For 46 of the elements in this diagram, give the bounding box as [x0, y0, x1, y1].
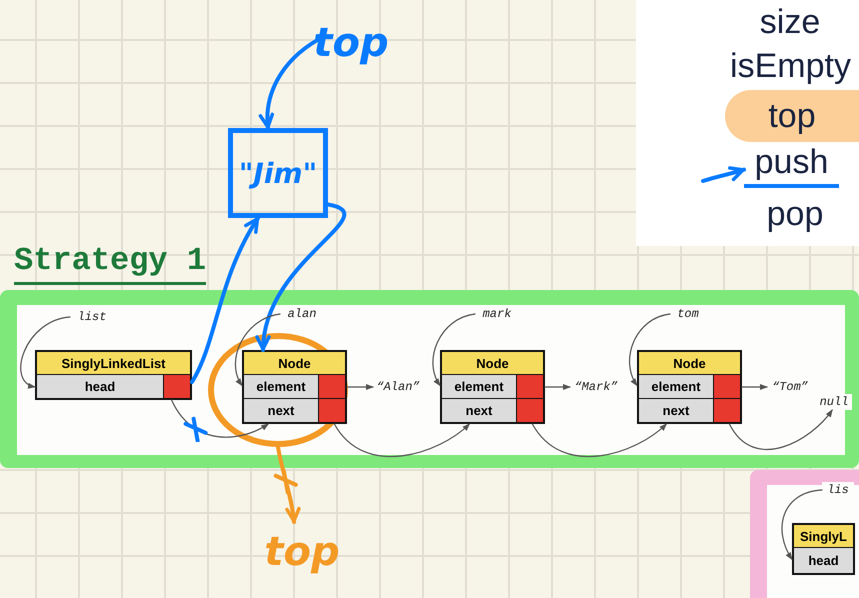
underlined-operation: push	[744, 142, 839, 188]
field-name: head	[37, 375, 163, 398]
handdrawn-arrow	[701, 166, 746, 183]
node-object-box	[440, 350, 545, 424]
class-name: SinglyL	[794, 525, 853, 547]
pointer-arrow	[629, 313, 671, 386]
operation-name: pop	[740, 192, 850, 238]
field-name: next	[244, 399, 318, 422]
class-name: Node	[244, 352, 345, 374]
node-object-box	[637, 350, 742, 424]
handdrawn-arrow	[256, 202, 346, 352]
class-name: Node	[442, 352, 543, 374]
pointer-arrow	[544, 384, 571, 390]
field-name: next	[442, 399, 516, 422]
handwritten-heading: Strategy 1	[14, 240, 206, 285]
handdrawn-arrow	[190, 216, 260, 384]
operation-name: size	[730, 0, 850, 40]
pointer-arrow	[334, 423, 470, 458]
handwritten-label: top	[262, 522, 342, 582]
pointer-arrow	[20, 316, 71, 388]
operations-panel	[636, 0, 859, 246]
field-name: element	[442, 375, 516, 398]
highlight-ellipse	[208, 333, 348, 447]
node-object-box	[242, 350, 347, 424]
value-box: "Jim"	[228, 128, 328, 218]
pointer-arrow	[432, 313, 476, 386]
field-name: next	[639, 399, 713, 422]
list-object-box	[792, 523, 855, 575]
pointer-arrow	[171, 399, 269, 442]
field-name: head	[794, 548, 853, 573]
highlighted-operation: top	[725, 90, 859, 142]
list-object-box	[35, 350, 192, 400]
pointer-arrow	[728, 409, 833, 450]
field-name: element	[639, 375, 713, 398]
handdrawn-arrow	[274, 445, 301, 524]
pointer-arrow	[532, 423, 668, 458]
handdrawn-arrow	[259, 38, 320, 130]
field-name: element	[244, 375, 318, 398]
class-name: Node	[639, 352, 740, 374]
operation-name: isEmpty	[722, 44, 859, 88]
pointer-arrow	[234, 313, 281, 386]
class-name: SinglyLinkedList	[37, 352, 190, 374]
pointer-arrow	[741, 384, 768, 390]
strategy-panel	[750, 470, 859, 598]
pointer-arrow	[781, 489, 823, 560]
pointer-arrow	[346, 384, 374, 390]
